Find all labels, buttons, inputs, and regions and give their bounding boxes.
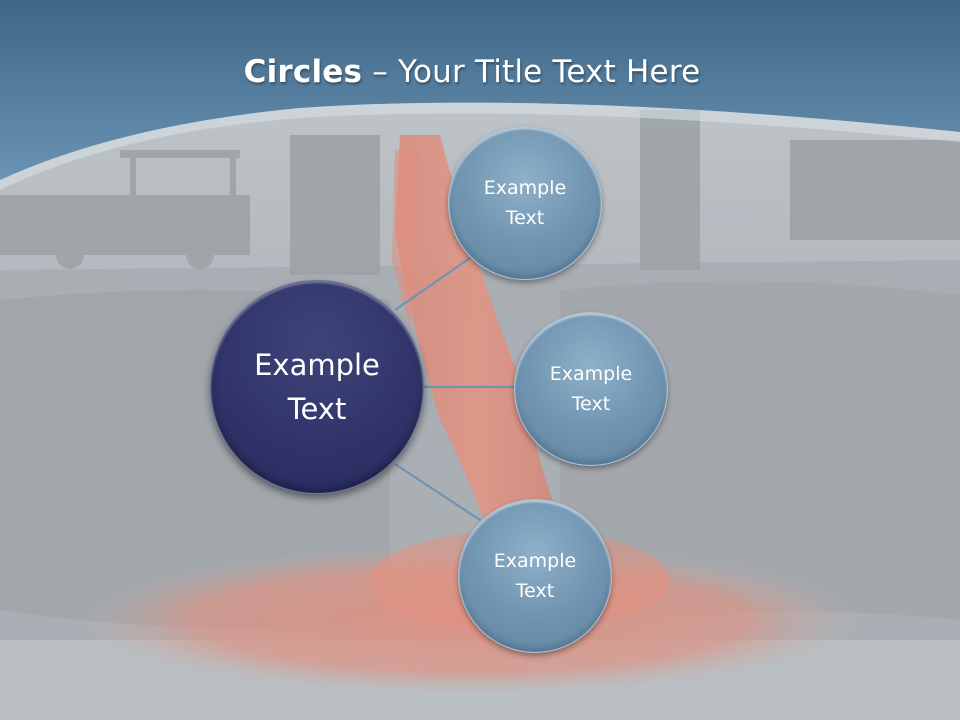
connector-top bbox=[394, 257, 471, 311]
center-circle-line2: Text bbox=[287, 392, 347, 426]
connector-lines bbox=[394, 257, 515, 521]
connector-bottom bbox=[394, 463, 481, 521]
slide-title: Circles – Your Title Text Here bbox=[0, 54, 944, 90]
satellite-top-line1: Example bbox=[483, 177, 567, 199]
title-bold: Circles bbox=[243, 54, 363, 90]
satellite-bottom-line2: Text bbox=[515, 580, 555, 602]
satellite-circle-middle[interactable]: Example Text bbox=[514, 312, 668, 466]
title-rest: – Your Title Text Here bbox=[362, 54, 701, 90]
satellite-circle-bottom[interactable]: Example Text bbox=[458, 499, 612, 653]
satellite-top-line2: Text bbox=[505, 207, 545, 229]
satellite-middle-line1: Example bbox=[549, 363, 633, 385]
satellite-bottom-line1: Example bbox=[493, 550, 577, 572]
center-circle-line1: Example bbox=[254, 348, 380, 382]
satellite-circle-top[interactable]: Example Text bbox=[448, 126, 602, 280]
satellite-middle-line2: Text bbox=[571, 393, 611, 415]
center-circle[interactable]: Example Text bbox=[210, 280, 424, 494]
